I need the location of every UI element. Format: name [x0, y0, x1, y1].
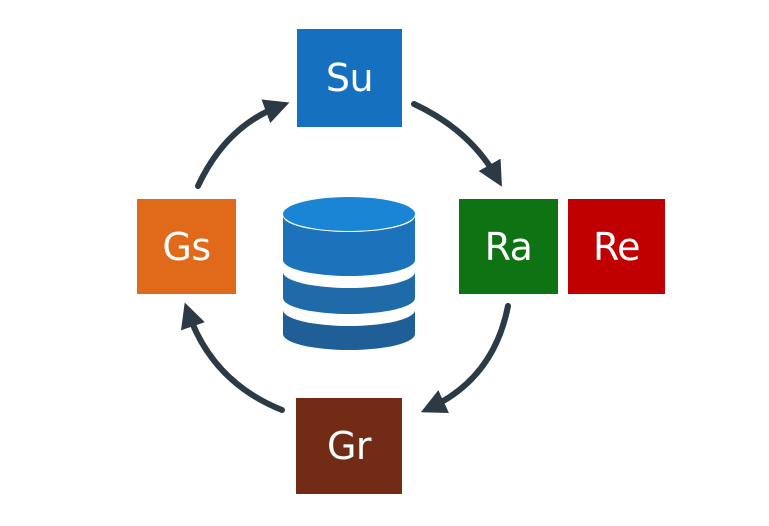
arrow-ra-to-gr: [420, 303, 511, 413]
node-re-label: Re: [592, 224, 641, 269]
arrow-gs-to-su: [195, 99, 290, 189]
database-disk-bottom: [283, 310, 415, 350]
node-gr-label: Gr: [326, 424, 372, 468]
database-top-cap: [283, 197, 415, 231]
node-re: Re: [568, 199, 665, 294]
arrow-su-to-ra: [411, 101, 502, 187]
node-gr: Gr: [296, 398, 402, 494]
node-gs-label: Gs: [162, 224, 211, 269]
database-disk-top: [262, 216, 415, 276]
database-icon: [262, 197, 415, 350]
node-gs: Gs: [137, 199, 236, 294]
node-su: Su: [297, 29, 402, 127]
database-disk-middle: [283, 272, 415, 314]
arrow-gr-to-gs: [180, 302, 285, 413]
node-ra: Ra: [459, 199, 558, 294]
node-su-label: Su: [325, 56, 374, 100]
node-ra-label: Ra: [484, 224, 533, 269]
